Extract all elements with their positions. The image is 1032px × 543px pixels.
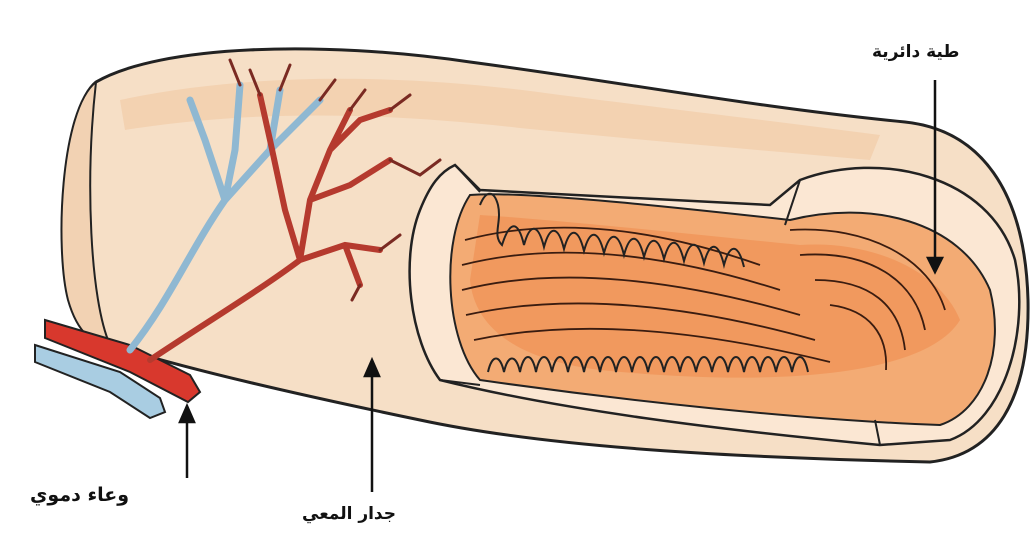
blood-vessel-label: وعاء دموي [30,484,129,506]
circular-fold-label: طية دائرية [872,42,959,62]
intestine-wall-label: جدار المعي [302,504,396,524]
arrow-blood-vessel-head [180,406,194,422]
